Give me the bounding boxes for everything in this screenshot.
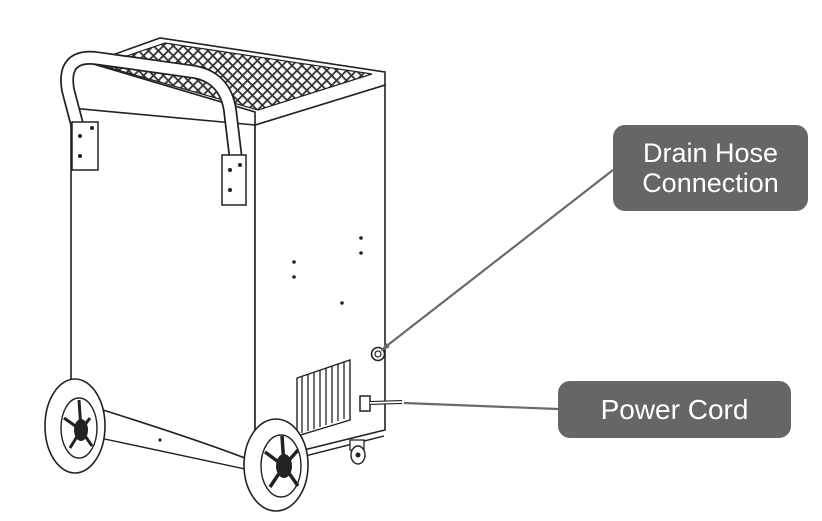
exhaust-vent	[296, 359, 351, 437]
wheel-left	[44, 378, 106, 474]
callout-drain-line2: Connection	[642, 168, 779, 198]
top-grille	[97, 42, 373, 111]
callout-drain-line1: Drain Hose	[642, 138, 779, 168]
callout-power-label: Power Cord	[600, 393, 749, 425]
callout-power-cord: Power Cord	[558, 381, 791, 438]
leader-line-drain	[383, 169, 614, 349]
handle-bracket-right	[221, 154, 247, 206]
callout-drain-hose-connection: Drain Hose Connection	[613, 125, 808, 211]
power-cord-plug	[359, 395, 403, 412]
caster-wheel	[349, 439, 366, 465]
handle-bracket-left	[71, 121, 99, 171]
leader-line-power	[403, 401, 559, 411]
wheel-right	[243, 418, 309, 512]
